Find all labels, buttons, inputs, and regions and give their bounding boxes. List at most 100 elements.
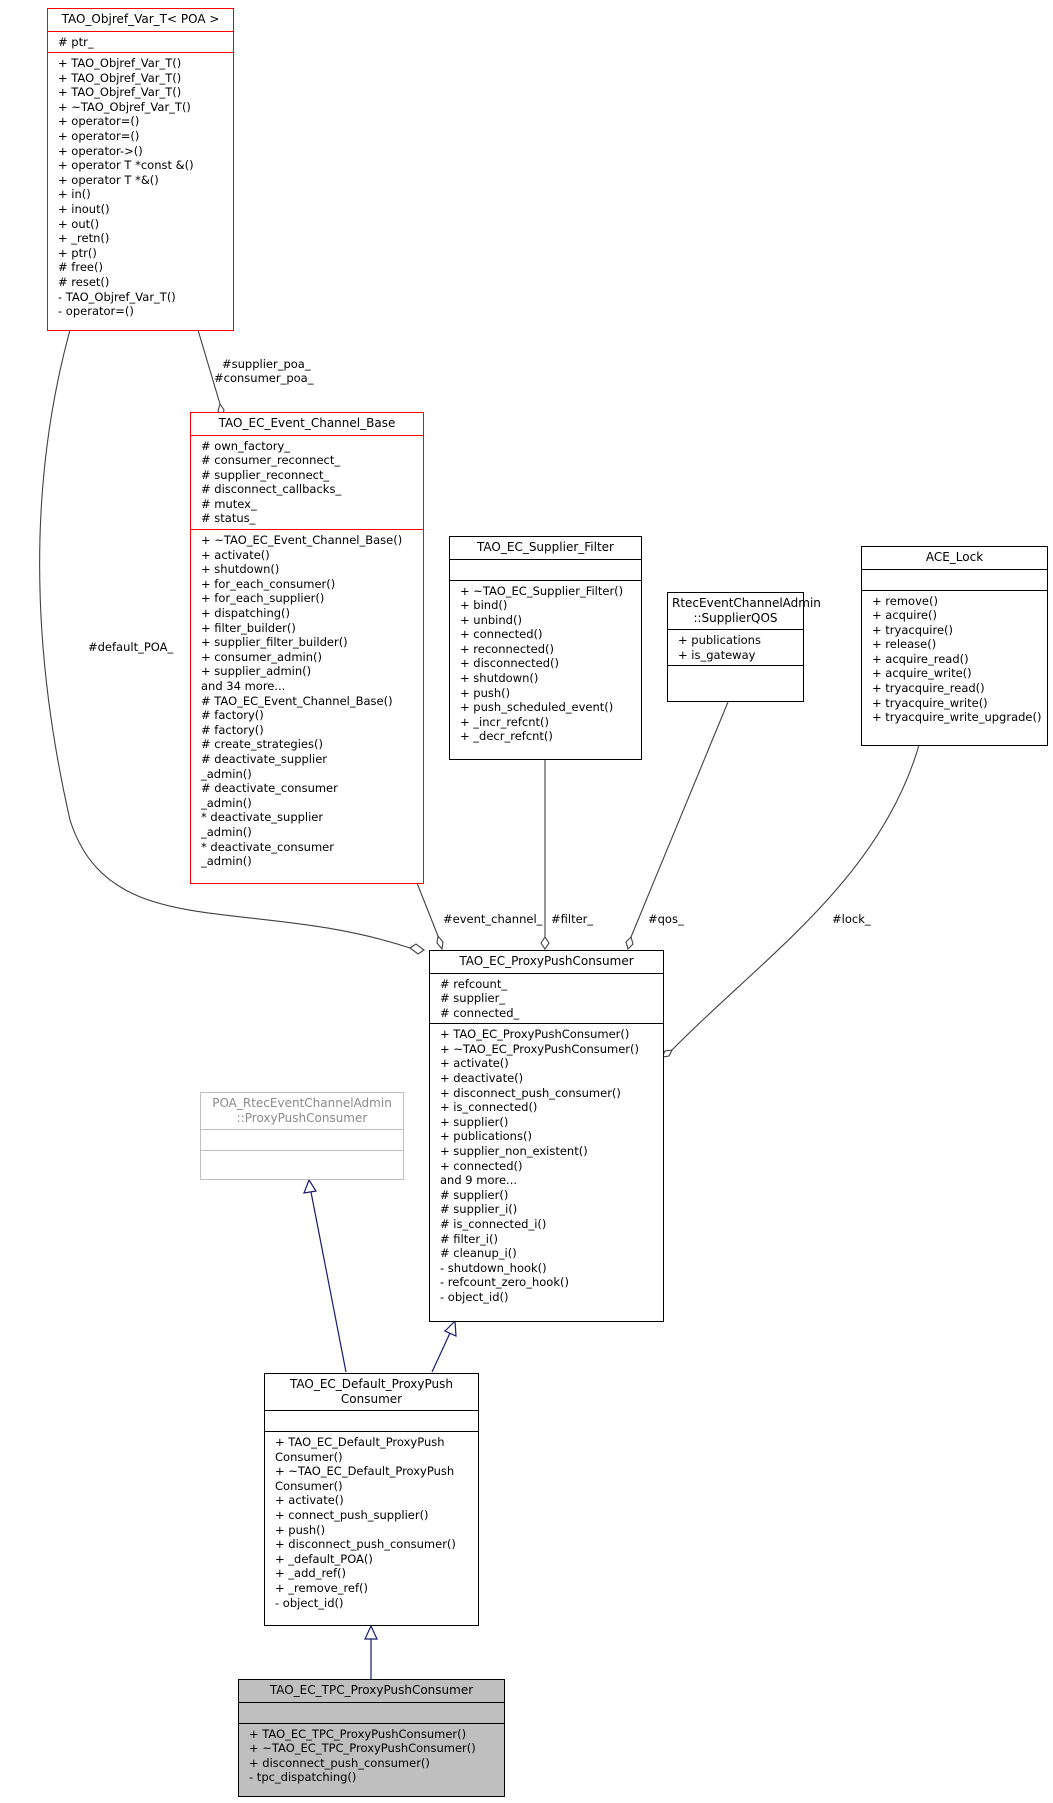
method: + in() xyxy=(58,187,91,202)
attribute: # supplier_reconnect_ xyxy=(201,467,330,482)
method: + activate() xyxy=(275,1493,344,1508)
method: + shutdown() xyxy=(201,562,280,577)
class-box-objref-var-t[interactable]: TAO_Objref_Var_T< POA > # ptr_ + TAO_Obj… xyxy=(47,8,234,331)
method-continuation: Consumer() xyxy=(275,1449,343,1464)
methods-section: + TAO_Objref_Var_T() + TAO_Objref_Var_T(… xyxy=(48,52,233,322)
method: + remove() xyxy=(872,593,938,608)
method: * deactivate_consumer xyxy=(201,839,334,854)
method: + acquire() xyxy=(872,608,937,623)
class-box-supplier-filter[interactable]: TAO_EC_Supplier_Filter + ~TAO_EC_Supplie… xyxy=(449,536,642,760)
method: + TAO_EC_Default_ProxyPush xyxy=(275,1435,445,1449)
method: # TAO_EC_Event_Channel_Base() xyxy=(201,693,393,708)
method: + disconnect_push_consumer() xyxy=(275,1537,456,1552)
methods-section: + TAO_EC_ProxyPushConsumer() + ~TAO_EC_P… xyxy=(430,1023,663,1307)
class-name: TAO_EC_Default_ProxyPush Consumer xyxy=(265,1374,478,1410)
method: # factory() xyxy=(201,708,264,723)
attribute: + publications xyxy=(678,633,761,647)
method: + TAO_Objref_Var_T() xyxy=(58,56,182,71)
aggregation-diamond-filter xyxy=(540,936,550,950)
attributes-section xyxy=(450,558,641,580)
edge-label-qos: #qos_ xyxy=(648,912,684,926)
method: + operator T *&() xyxy=(58,172,159,187)
method: + supplier_non_existent() xyxy=(440,1144,588,1159)
edge-inherit-poa-proxy xyxy=(310,1191,347,1373)
attribute: # status_ xyxy=(201,511,256,526)
class-name: TAO_Objref_Var_T< POA > xyxy=(61,12,220,26)
method: + _decr_refcnt() xyxy=(460,729,553,744)
method: + push() xyxy=(275,1522,326,1537)
edge-label-event-channel: #event_channel_ xyxy=(443,912,543,926)
attribute: # mutex_ xyxy=(201,496,257,511)
attributes-section: + publications + is_gateway xyxy=(668,629,803,665)
method: # is_connected_i() xyxy=(440,1217,547,1231)
method: + disconnect_push_consumer() xyxy=(440,1085,621,1100)
class-name-line: ::SupplierQOS xyxy=(693,610,778,625)
edge-label-consumer-poa: #consumer_poa_ xyxy=(214,371,314,385)
attribute: # refcount_ xyxy=(440,976,508,991)
method: - object_id() xyxy=(440,1289,509,1304)
method: + consumer_admin() xyxy=(201,649,322,664)
method: - operator=() xyxy=(58,304,134,319)
class-name-line: TAO_EC_Default_ProxyPush xyxy=(289,1377,453,1391)
attributes-section: # refcount_ # supplier_ # connected_ xyxy=(430,972,663,1024)
attributes-section: # own_factory_ # consumer_reconnect_ # s… xyxy=(191,434,423,530)
class-name: ACE_Lock xyxy=(925,550,984,564)
class-name: TAO_EC_Event_Channel_Base xyxy=(218,416,396,430)
method: # cleanup_i() xyxy=(440,1246,517,1261)
class-name: TAO_EC_ProxyPushConsumer xyxy=(459,954,634,968)
method: + ~TAO_EC_Default_ProxyPush xyxy=(275,1464,455,1479)
method: + deactivate() xyxy=(440,1071,524,1086)
method: - object_id() xyxy=(275,1595,344,1610)
attributes-section xyxy=(862,568,1047,590)
aggregation-diamond-event-channel xyxy=(436,934,444,951)
class-name-line: POA_RtecEventChannelAdmin xyxy=(212,1096,392,1110)
inherit-arrow-poa-proxy xyxy=(303,1178,317,1194)
attributes-section xyxy=(239,1701,504,1723)
method: + push_scheduled_event() xyxy=(460,700,614,715)
attributes-section: # ptr_ xyxy=(48,30,233,53)
class-box-supplier-qos[interactable]: RtecEventChannelAdmin ::SupplierQOS + pu… xyxy=(667,592,821,702)
class-box-poa-proxy-push-consumer[interactable]: POA_RtecEventChannelAdmin ::ProxyPushCon… xyxy=(200,1092,404,1180)
methods-section: + ~TAO_EC_Supplier_Filter() + bind() + u… xyxy=(450,579,641,748)
method: _admin() xyxy=(201,766,252,781)
methods-section xyxy=(201,1150,403,1171)
edge-qos xyxy=(630,701,729,938)
method: # filter_i() xyxy=(440,1231,498,1246)
edge-label-lock: #lock_ xyxy=(832,912,871,926)
edge-label-supplier-poa: #supplier_poa_ xyxy=(222,357,311,371)
method: _admin() xyxy=(201,854,252,869)
attribute: # consumer_reconnect_ xyxy=(201,453,341,468)
methods-section xyxy=(668,665,803,686)
class-box-ace-lock[interactable]: ACE_Lock + remove() + acquire() + tryacq… xyxy=(861,546,1048,746)
method: # reset() xyxy=(58,275,110,289)
class-box-proxy-push-consumer[interactable]: TAO_EC_ProxyPushConsumer # refcount_ # s… xyxy=(429,950,664,1322)
aggregation-diamond-qos xyxy=(625,935,634,951)
method: + activate() xyxy=(201,547,270,562)
method: + acquire_read() xyxy=(872,651,969,666)
method: + operator T *const &() xyxy=(58,158,194,173)
more-members-note: and 34 more... xyxy=(201,679,286,693)
class-box-tpc-proxy-push-consumer[interactable]: TAO_EC_TPC_ProxyPushConsumer + TAO_EC_TP… xyxy=(238,1679,505,1797)
method: + acquire_write() xyxy=(872,666,972,681)
class-box-default-proxy-push-consumer[interactable]: TAO_EC_Default_ProxyPush Consumer + TAO_… xyxy=(264,1373,479,1626)
attribute: + is_gateway xyxy=(678,647,756,662)
attributes-section xyxy=(265,1410,478,1431)
method: + inout() xyxy=(58,202,110,217)
method: + disconnect_push_consumer() xyxy=(249,1755,430,1770)
method: + _add_ref() xyxy=(275,1566,347,1581)
method: + TAO_EC_TPC_ProxyPushConsumer() xyxy=(249,1726,467,1741)
class-box-event-channel-base[interactable]: TAO_EC_Event_Channel_Base # own_factory_… xyxy=(190,412,424,884)
method: * deactivate_supplier xyxy=(201,810,324,825)
method: + bind() xyxy=(460,598,508,613)
method: + _retn() xyxy=(58,231,110,246)
method: + for_each_consumer() xyxy=(201,576,336,591)
method: + is_connected() xyxy=(440,1100,538,1115)
method: + for_each_supplier() xyxy=(201,591,325,606)
attribute: # supplier_ xyxy=(440,991,506,1006)
method: + supplier() xyxy=(440,1114,509,1129)
method: # deactivate_consumer xyxy=(201,781,338,796)
methods-section: + ~TAO_EC_Event_Channel_Base() + activat… xyxy=(191,529,423,872)
inherit-arrow-proxy-push xyxy=(443,1319,457,1337)
method: + dispatching() xyxy=(201,606,291,621)
